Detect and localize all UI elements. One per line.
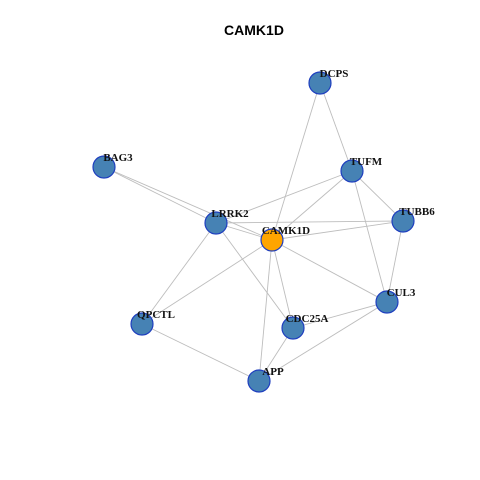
node-label-app: APP bbox=[262, 366, 284, 378]
edge-lrrk2-tubb6 bbox=[215, 220, 404, 224]
node-cdc25a: CDC25A bbox=[281, 313, 329, 340]
edge-dcps-tufm bbox=[319, 82, 353, 172]
node-circle-tubb6 bbox=[391, 209, 415, 233]
node-circle-cdc25a bbox=[281, 316, 305, 340]
node-circle-lrrk2 bbox=[204, 211, 228, 235]
node-label-camk1d: CAMK1D bbox=[262, 225, 310, 237]
node-label-dcps: DCPS bbox=[320, 68, 349, 80]
node-tubb6: TUBB6 bbox=[391, 206, 435, 233]
edge-cul3-cdc25a bbox=[292, 301, 388, 329]
node-circle-dcps bbox=[308, 71, 332, 95]
node-camk1d: CAMK1D bbox=[260, 225, 310, 252]
node-tufm: TUFM bbox=[340, 156, 383, 183]
node-label-cdc25a: CDC25A bbox=[286, 313, 329, 325]
node-circle-bag3 bbox=[92, 155, 116, 179]
edge-tubb6-camk1d bbox=[271, 220, 404, 241]
node-label-qpctl: QPCTL bbox=[137, 309, 175, 321]
node-label-bag3: BAG3 bbox=[103, 152, 133, 164]
edge-tubb6-cul3 bbox=[386, 220, 404, 303]
node-circle-tufm bbox=[340, 159, 364, 183]
node-label-tubb6: TUBB6 bbox=[399, 206, 435, 218]
edge-tufm-tubb6 bbox=[351, 170, 404, 222]
edge-camk1d-qpctl bbox=[141, 239, 273, 325]
edge-tufm-lrrk2 bbox=[215, 170, 353, 224]
edge-layer bbox=[103, 82, 404, 382]
edge-qpctl-app bbox=[141, 323, 260, 382]
node-bag3: BAG3 bbox=[92, 152, 133, 179]
edge-lrrk2-qpctl bbox=[141, 222, 217, 325]
node-label-lrrk2: LRRK2 bbox=[211, 208, 249, 220]
edge-cul3-app bbox=[258, 301, 388, 382]
node-app: APP bbox=[247, 366, 284, 393]
node-cul3: CUL3 bbox=[375, 287, 416, 314]
edge-camk1d-cdc25a bbox=[271, 239, 294, 329]
node-circle-cul3 bbox=[375, 290, 399, 314]
node-lrrk2: LRRK2 bbox=[204, 208, 249, 235]
node-label-tufm: TUFM bbox=[350, 156, 383, 168]
edge-camk1d-cul3 bbox=[271, 239, 388, 303]
node-label-cul3: CUL3 bbox=[387, 287, 416, 299]
node-qpctl: QPCTL bbox=[130, 309, 175, 336]
edge-tufm-cul3 bbox=[351, 170, 388, 303]
edge-camk1d-app bbox=[258, 239, 273, 382]
graph-title: CAMK1D bbox=[224, 22, 284, 38]
node-circle-qpctl bbox=[130, 312, 154, 336]
edge-bag3-lrrk2 bbox=[103, 166, 217, 224]
node-dcps: DCPS bbox=[308, 68, 349, 95]
edge-bag3-camk1d bbox=[103, 166, 273, 241]
edge-lrrk2-cdc25a bbox=[215, 222, 294, 329]
node-circle-camk1d bbox=[260, 228, 284, 252]
node-circle-app bbox=[247, 369, 271, 393]
edge-tufm-camk1d bbox=[271, 170, 353, 241]
edge-dcps-camk1d bbox=[271, 82, 321, 241]
